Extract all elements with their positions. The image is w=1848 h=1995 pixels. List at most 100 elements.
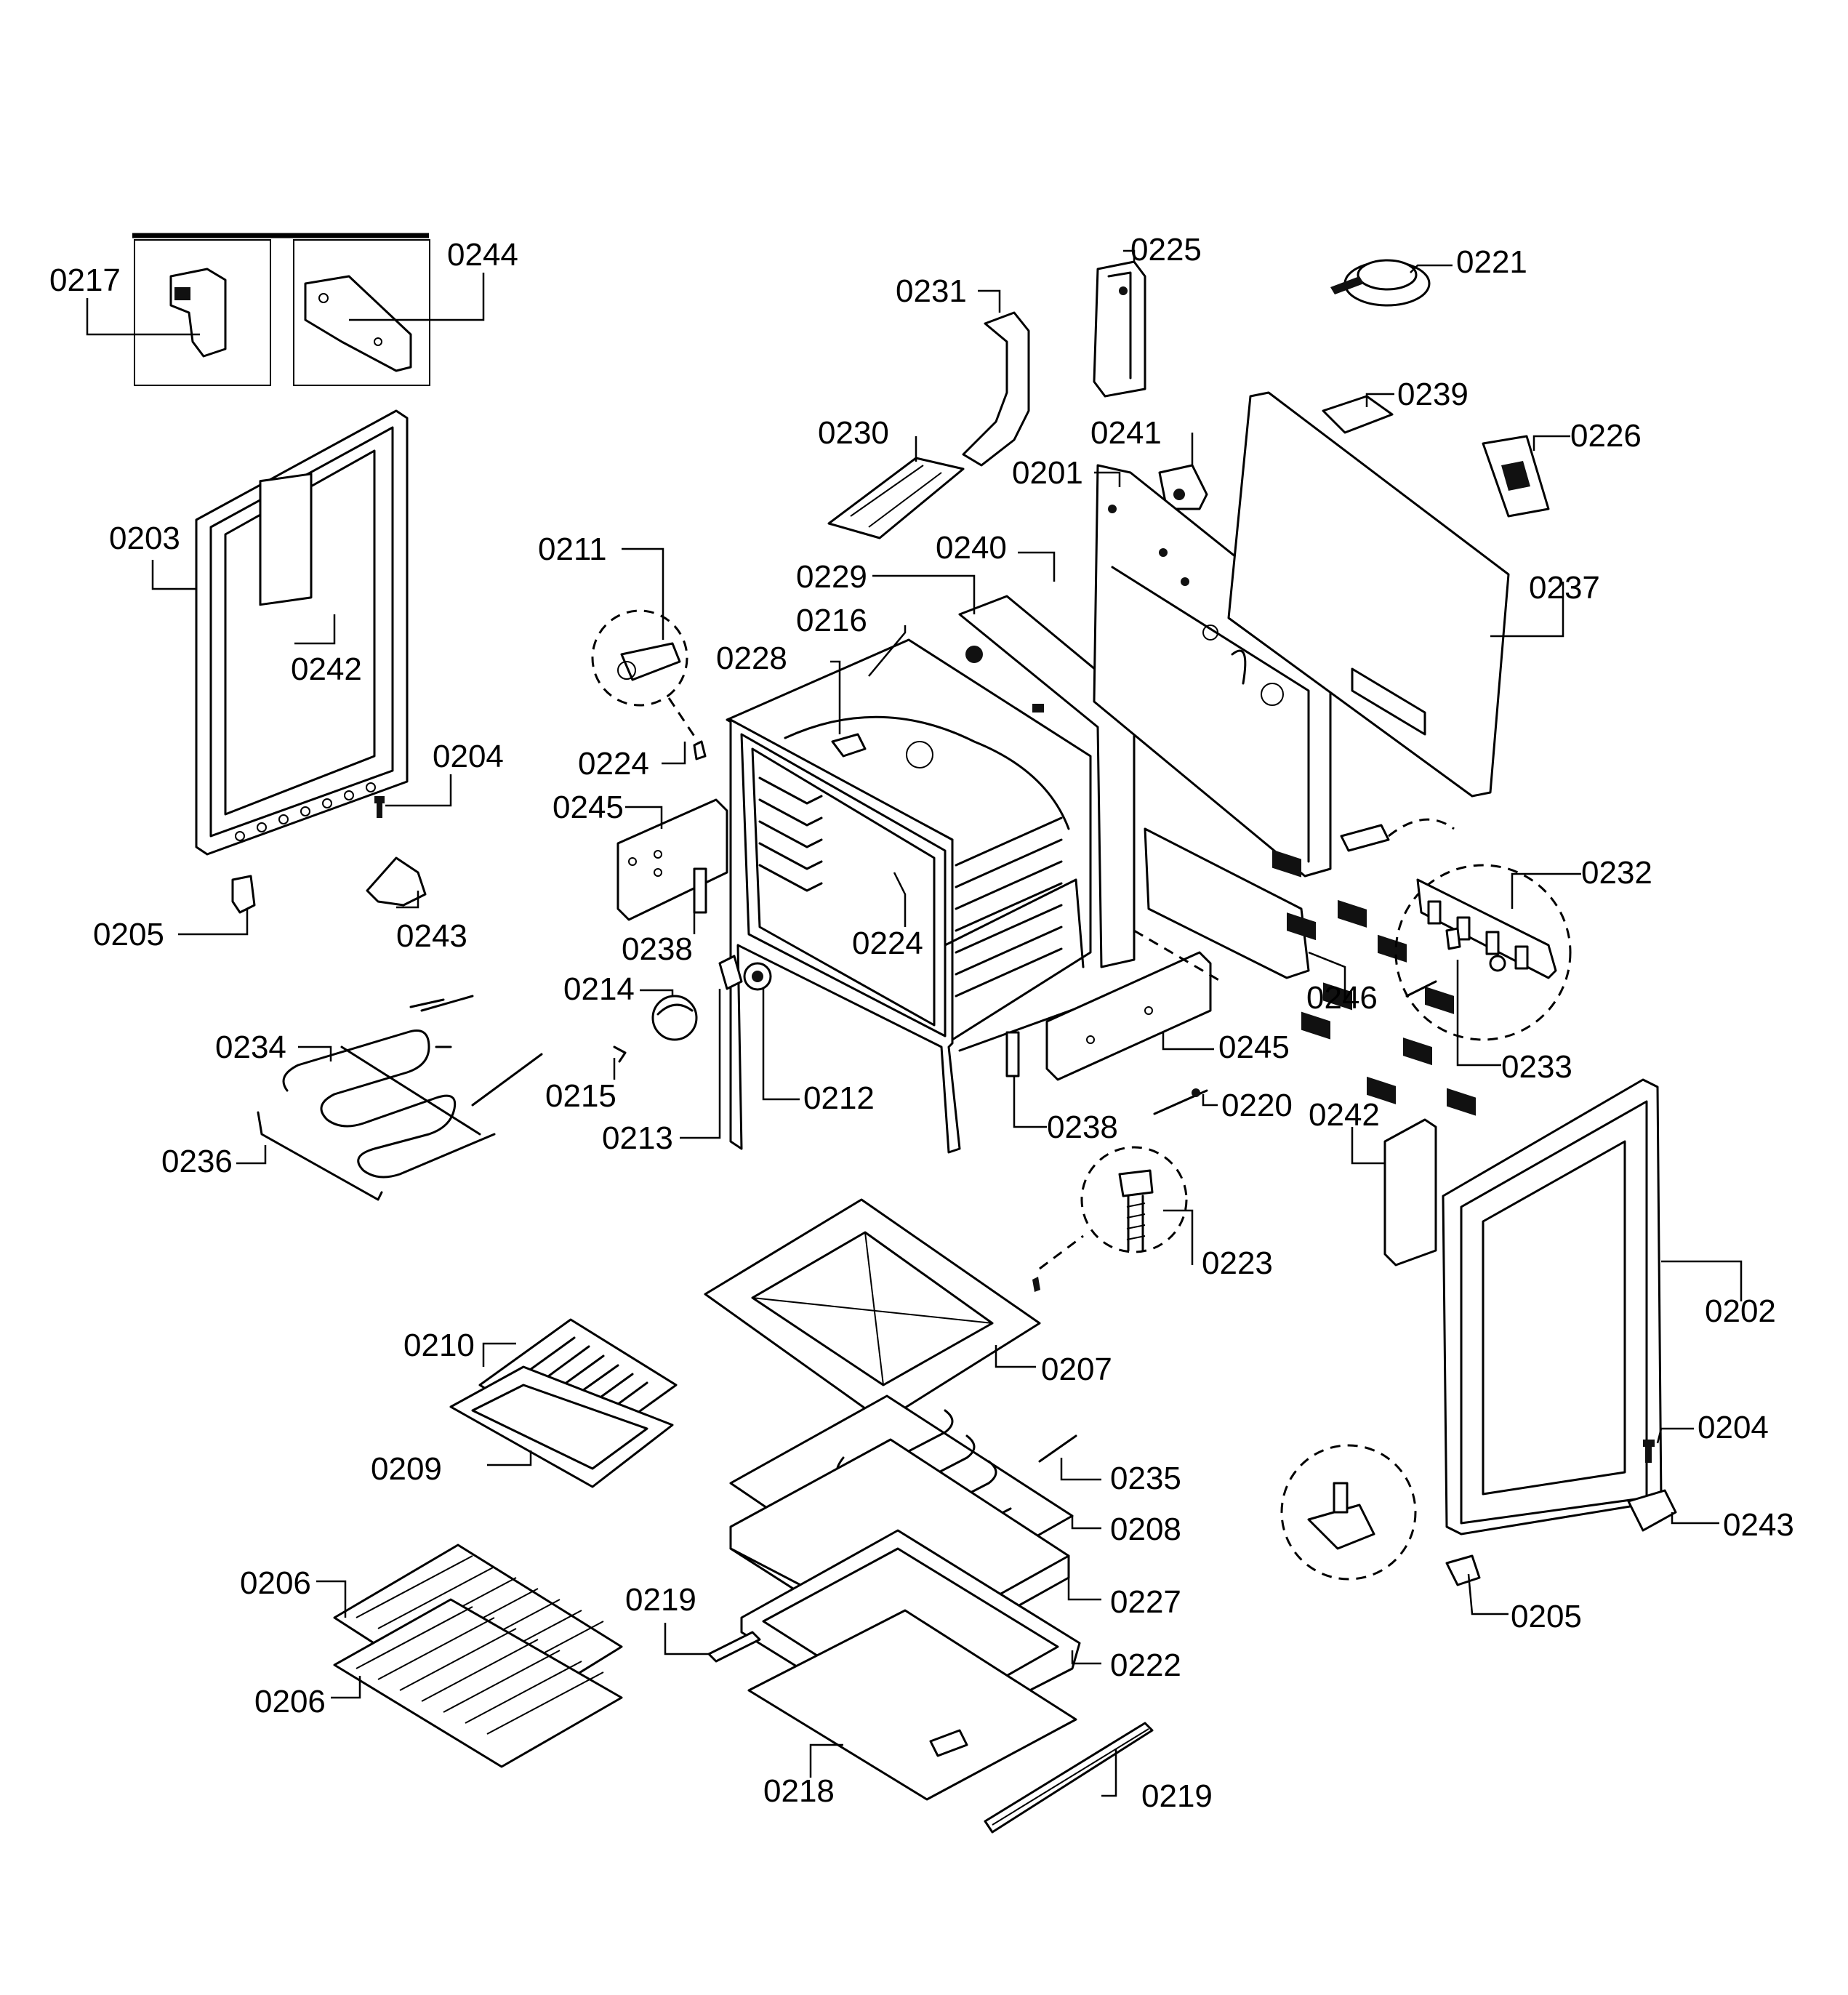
plate-0226 [1482, 435, 1550, 518]
callout-0204: 0204 [1698, 1410, 1769, 1445]
callout-0224: 0224 [852, 926, 923, 961]
callout-0210: 0210 [403, 1328, 475, 1363]
callout-0202: 0202 [1705, 1293, 1776, 1329]
bracket-0225 [1093, 260, 1146, 398]
callout-0240: 0240 [936, 530, 1007, 566]
callout-0212: 0212 [803, 1080, 875, 1116]
callout-0233: 0233 [1501, 1049, 1572, 1085]
right-door-0202 [1442, 1078, 1663, 1536]
plate-0239 [1322, 395, 1394, 434]
holder-0213 [718, 955, 743, 990]
callout-0219: 0219 [625, 1582, 696, 1618]
callout-0245: 0245 [1218, 1029, 1290, 1065]
bracket-0241 [1158, 464, 1208, 510]
callout-0244: 0244 [447, 237, 518, 273]
callout-0215: 0215 [545, 1078, 616, 1114]
side-rail-0245-right [1045, 951, 1212, 1081]
oven-cavity [726, 595, 1136, 1154]
knob-0221 [1330, 259, 1431, 307]
callout-0241: 0241 [1090, 415, 1162, 451]
callout-0206: 0206 [240, 1565, 311, 1601]
callout-0208: 0208 [1110, 1512, 1181, 1547]
callout-0218: 0218 [763, 1773, 835, 1809]
callout-0220: 0220 [1221, 1088, 1293, 1123]
callout-0236: 0236 [161, 1144, 233, 1179]
callout-0211: 0211 [538, 531, 607, 567]
callout-0226: 0226 [1570, 418, 1642, 454]
sensor-0220 [1153, 1088, 1208, 1115]
callout-0216: 0216 [796, 603, 867, 638]
hinge-0243-right [1627, 1489, 1677, 1532]
callout-0246: 0246 [1306, 980, 1378, 1016]
callout-0214: 0214 [563, 971, 635, 1007]
detail-hinge-0205-right [1280, 1444, 1481, 1586]
callout-0209: 0209 [371, 1451, 442, 1487]
callout-0228: 0228 [716, 641, 787, 676]
duct-0231 [962, 311, 1030, 467]
callout-0219: 0219 [1141, 1778, 1213, 1814]
side-rail-0245-left [616, 798, 728, 921]
callout-0231: 0231 [896, 273, 967, 309]
hinge-0243-left [366, 856, 427, 907]
callout-0204: 0204 [433, 739, 504, 774]
callout-0238: 0238 [1047, 1109, 1118, 1145]
back-panel-0201 [1093, 464, 1332, 878]
pin-0215 [613, 1045, 627, 1063]
detail-0211 [591, 609, 707, 760]
callout-0221: 0221 [1456, 244, 1527, 280]
callout-0243: 0243 [1723, 1507, 1794, 1543]
lamp-cover-0214 [651, 995, 698, 1041]
bottom-plate-0218 [747, 1609, 1077, 1801]
callout-0213: 0213 [602, 1120, 673, 1156]
leader-lines [86, 249, 1743, 1797]
callout-0229: 0229 [796, 559, 867, 595]
callout-0223: 0223 [1202, 1245, 1273, 1281]
callout-0238: 0238 [622, 931, 693, 967]
hinge-bracket-0242-right [1383, 1118, 1437, 1267]
callout-0235: 0235 [1110, 1461, 1181, 1496]
callout-0234: 0234 [215, 1029, 286, 1065]
drawer-slide-0219-right [984, 1722, 1154, 1834]
callout-0201: 0201 [1012, 455, 1083, 491]
callout-0242: 0242 [1309, 1097, 1380, 1133]
rear-rail-0246 [1133, 827, 1310, 983]
left-door-0203 [195, 409, 409, 856]
callout-0230: 0230 [818, 415, 889, 451]
callout-0237: 0237 [1529, 570, 1600, 606]
lamp-socket-0212 [743, 962, 772, 991]
callout-0224: 0224 [578, 746, 649, 782]
callout-0242: 0242 [291, 651, 362, 687]
oven-rack-0206-lower [333, 1598, 623, 1768]
callout-0243: 0243 [396, 918, 467, 954]
callout-0245: 0245 [553, 790, 624, 825]
drawer-slide-0219-left [707, 1631, 761, 1663]
callout-0227: 0227 [1110, 1584, 1181, 1620]
callout-0232: 0232 [1581, 855, 1652, 891]
callout-0239: 0239 [1397, 377, 1469, 412]
callout-0206: 0206 [254, 1684, 326, 1719]
clip-0238-left [693, 867, 707, 914]
element-clip-0236 [257, 1111, 383, 1201]
duct-0230 [827, 457, 965, 539]
hinge-0205-left [231, 875, 256, 914]
detail-0232 [1340, 818, 1572, 1041]
callout-0217: 0217 [49, 262, 121, 298]
screw-0204-right [1643, 1440, 1655, 1463]
callout-0222: 0222 [1110, 1647, 1181, 1683]
floor-plate-0207 [704, 1198, 1041, 1423]
callout-0225: 0225 [1130, 232, 1202, 268]
detail-0223 [1032, 1146, 1188, 1292]
screw-0204-left [374, 796, 385, 818]
callout-labels: 0217 0244 0203 0242 0204 0205 0243 0234 … [49, 232, 1794, 1814]
callout-0205: 0205 [1511, 1599, 1582, 1634]
callout-0203: 0203 [109, 521, 180, 556]
back-cover-0237 [1227, 391, 1510, 1116]
broil-pan-0209 [449, 1365, 674, 1488]
inset-panel [132, 233, 430, 386]
callout-0207: 0207 [1041, 1352, 1112, 1387]
callout-0205: 0205 [93, 917, 164, 952]
clip-0238-right [1005, 1031, 1020, 1077]
broil-element-0234 [282, 995, 543, 1179]
